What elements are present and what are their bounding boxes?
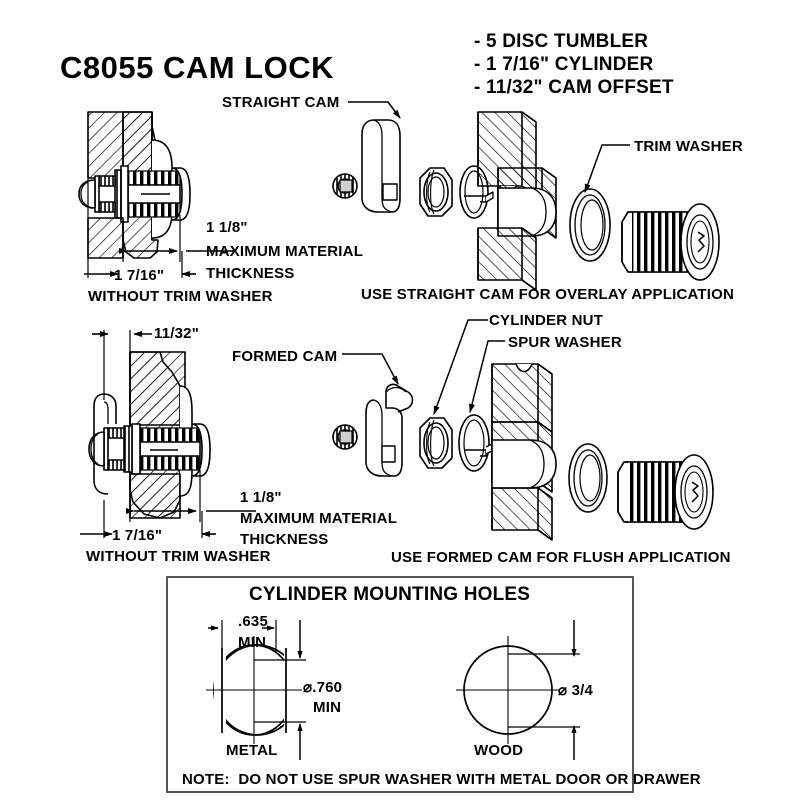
metal-hole-figure bbox=[206, 620, 306, 760]
trim-washer-label: TRIM WASHER bbox=[634, 138, 743, 155]
straight-cam-leader bbox=[348, 101, 401, 119]
cam-screw bbox=[332, 173, 358, 199]
formed-cam-leader bbox=[342, 353, 399, 385]
spur-washer-label: SPUR WASHER bbox=[508, 334, 622, 351]
flush-cylinder-value: 1 7/16" bbox=[112, 527, 163, 544]
overlay-thickness-line-1: MAXIMUM MATERIAL bbox=[206, 243, 364, 260]
spec-line-3: - 11/32" CAM OFFSET bbox=[474, 77, 674, 98]
overlay-thickness-value: 1 1/8" bbox=[206, 219, 248, 236]
overlay-exploded-parts bbox=[332, 111, 720, 291]
flush-door-block bbox=[491, 363, 557, 541]
flush-caption: USE FORMED CAM FOR FLUSH APPLICATION bbox=[391, 549, 731, 566]
metal-diameter-qualifier: MIN bbox=[313, 699, 342, 716]
overlay-caption: USE STRAIGHT CAM FOR OVERLAY APPLICATION bbox=[361, 286, 735, 303]
trim-washer-part-bottom bbox=[568, 443, 608, 513]
flush-exploded-parts bbox=[332, 363, 714, 541]
straight-cam-label: STRAIGHT CAM bbox=[222, 94, 340, 111]
wood-material-label: WOOD bbox=[474, 742, 524, 759]
flush-thickness-value: 1 1/8" bbox=[240, 489, 282, 506]
overlay-cross-section bbox=[78, 111, 191, 278]
metal-diameter-value: ⌀.760 bbox=[303, 679, 343, 696]
flush-cross-section bbox=[88, 330, 211, 538]
flush-cylinder-note: WITHOUT TRIM WASHER bbox=[86, 548, 271, 565]
wood-diameter-value: ⌀ 3/4 bbox=[558, 682, 594, 699]
cylinder-body-part-top bbox=[621, 203, 720, 281]
formed-cam-label: FORMED CAM bbox=[232, 348, 338, 365]
flush-thickness-line-1: MAXIMUM MATERIAL bbox=[240, 510, 398, 527]
overlay-cylinder-note: WITHOUT TRIM WASHER bbox=[88, 288, 273, 305]
straight-cam-part bbox=[361, 119, 401, 213]
metal-flat-qualifier: MIN bbox=[238, 634, 267, 651]
trim-washer-leader bbox=[584, 144, 630, 193]
trim-washer-part bbox=[569, 188, 611, 262]
overlay-door-block bbox=[477, 111, 557, 291]
overlay-thickness-line-2: THICKNESS bbox=[206, 265, 295, 282]
cylinder-nut-part-top bbox=[419, 167, 453, 217]
metal-flat-value: .635 bbox=[238, 613, 268, 630]
spur-washer-leader bbox=[469, 340, 505, 413]
formed-cam-part bbox=[365, 383, 414, 477]
cylinder-body-part-bottom bbox=[617, 454, 714, 530]
overlay-cylinder-dimension bbox=[84, 251, 196, 278]
cam-screw-bottom bbox=[332, 424, 358, 450]
mounting-holes-title: CYLINDER MOUNTING HOLES bbox=[249, 584, 531, 605]
page-title: C8055 CAM LOCK bbox=[60, 50, 334, 85]
spec-line-2: - 1 7/16" CYLINDER bbox=[474, 54, 654, 75]
wood-hole-figure bbox=[456, 620, 580, 760]
metal-material-label: METAL bbox=[226, 742, 278, 759]
flush-offset-value: 11/32" bbox=[154, 325, 200, 342]
cylinder-nut-part-bottom bbox=[419, 417, 453, 469]
overlay-cylinder-value: 1 7/16" bbox=[114, 267, 165, 284]
flush-cylinder-dimension bbox=[80, 511, 216, 538]
mounting-holes-note: NOTE: DO NOT USE SPUR WASHER WITH METAL … bbox=[182, 771, 701, 788]
flush-thickness-line-2: THICKNESS bbox=[240, 531, 329, 548]
spec-line-1: - 5 DISC TUMBLER bbox=[474, 31, 649, 52]
spur-washer-part-bottom bbox=[458, 414, 495, 472]
cylinder-nut-label: CYLINDER NUT bbox=[489, 312, 604, 329]
cylinder-nut-leader bbox=[433, 319, 488, 415]
mounting-holes-box bbox=[166, 576, 634, 793]
